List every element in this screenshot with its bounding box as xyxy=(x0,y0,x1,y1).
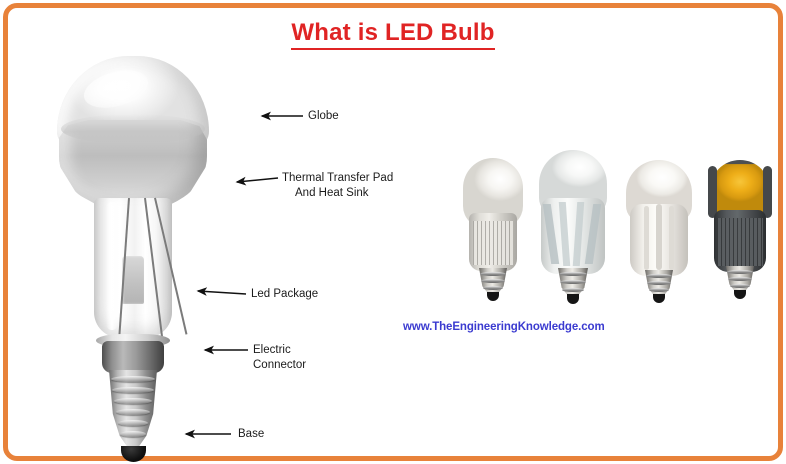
site-watermark: www.TheEngineeringKnowledge.com xyxy=(403,321,605,333)
connector-collar xyxy=(102,341,164,373)
callout-label-electric-connector: Electric Connector xyxy=(253,343,343,373)
glass-body xyxy=(94,197,188,338)
bulb-4 xyxy=(708,158,772,304)
bulb-3-rib-1 xyxy=(644,206,649,270)
thread-2 xyxy=(112,387,154,393)
bulb-2-fin-1 xyxy=(542,204,560,264)
bulb-4-thread-2 xyxy=(728,277,752,281)
page-title-text: What is LED Bulb xyxy=(291,19,495,50)
bulb-2-fin-4 xyxy=(584,204,602,264)
bulb-4-heatsink xyxy=(714,210,766,272)
bulb-3-thread-2 xyxy=(647,281,671,285)
bulb-1-thread-3 xyxy=(483,286,503,290)
bulb-1-screw-base xyxy=(479,268,507,306)
bulb-2 xyxy=(536,150,610,308)
bulb-2-thread-2 xyxy=(560,280,586,284)
bulb-4-bezel-right xyxy=(763,166,772,218)
led-package-element xyxy=(122,256,144,304)
bulb-4-tip xyxy=(734,290,746,299)
base-contact-tip xyxy=(121,446,146,462)
thread-4 xyxy=(116,409,150,415)
bulb-1 xyxy=(460,158,526,306)
glass-highlight xyxy=(106,202,118,330)
page-title: What is LED Bulb xyxy=(0,19,786,50)
bulb-1-thread-1 xyxy=(480,272,506,276)
bulb-3-thread-3 xyxy=(649,288,669,292)
bulb-1-heatsink xyxy=(469,213,517,271)
thread-6 xyxy=(120,431,146,437)
bulb-4-thread-1 xyxy=(727,270,753,274)
screw-base xyxy=(109,370,157,462)
globe-shadow-band xyxy=(61,114,205,144)
callout-label-base: Base xyxy=(238,428,265,440)
bulb-1-thread-2 xyxy=(481,279,505,283)
bulb-2-fin-2 xyxy=(558,202,571,266)
bulb-1-fins xyxy=(473,221,513,265)
callout-label-thermal-line2: And Heat Sink xyxy=(295,187,369,199)
bulb-3-screw-base xyxy=(645,270,673,308)
thread-5 xyxy=(118,420,148,426)
callout-label-electric-line2: Connector xyxy=(253,359,307,371)
bulb-2-body xyxy=(541,198,605,274)
bulb-4-bezel-left xyxy=(708,166,717,218)
globe-section xyxy=(57,56,209,210)
electric-connector xyxy=(96,334,170,376)
bulb-3-thread-1 xyxy=(646,274,672,278)
bulb-4-thread-3 xyxy=(730,284,750,288)
bulb-3-body xyxy=(630,204,688,276)
bulb-4-screw-base xyxy=(726,266,754,304)
bulb-2-tip xyxy=(567,294,579,304)
bulb-2-thread-3 xyxy=(562,288,584,292)
callout-label-led-package: Led Package xyxy=(251,288,319,300)
bulb-3-tip xyxy=(653,294,665,303)
bulb-1-tip xyxy=(487,292,499,301)
led-bulb-photo-group xyxy=(452,150,772,315)
thread-1 xyxy=(111,376,155,382)
bulb-2-fin-3 xyxy=(572,202,585,266)
bulb-3 xyxy=(624,160,694,308)
callout-label-thermal-line1: Thermal Transfer Pad xyxy=(282,172,394,184)
bulb-2-thread-1 xyxy=(559,272,587,276)
callout-label-globe: Globe xyxy=(308,110,339,122)
callout-label-thermal: Thermal Transfer Pad And Heat Sink xyxy=(282,171,402,201)
led-bulb-cutaway-illustration xyxy=(40,48,260,462)
bulb-3-rib-2 xyxy=(656,204,662,270)
bulb-3-rib-3 xyxy=(669,206,674,270)
bulb-2-screw-base xyxy=(558,268,588,308)
bulb-4-fins xyxy=(717,218,763,266)
callout-label-electric-line1: Electric xyxy=(253,344,291,356)
thread-3 xyxy=(114,398,152,404)
